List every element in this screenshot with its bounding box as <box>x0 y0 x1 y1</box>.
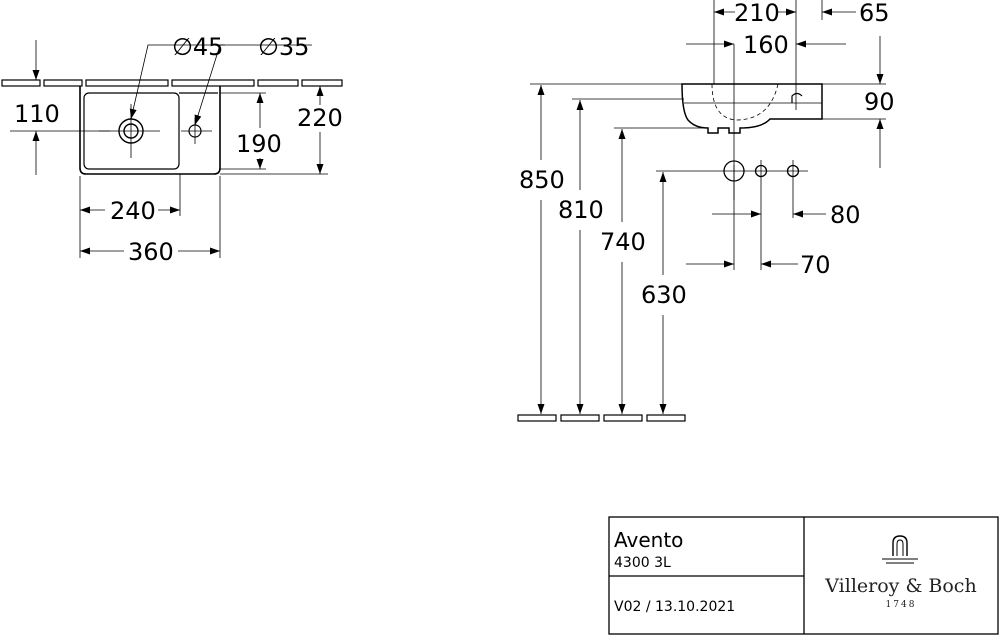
dim-220-label: 220 <box>297 104 343 132</box>
dim-850-label: 850 <box>519 166 565 194</box>
diameter-waste-label: ∅45 <box>172 33 223 61</box>
dimension-190: 190 <box>220 92 282 170</box>
basin-top-outline <box>79 86 221 175</box>
dimension-65: 65 <box>822 0 890 27</box>
dimension-160: 160 <box>686 31 846 200</box>
tap-hole <box>181 118 212 144</box>
dimension-740: 740 <box>600 129 646 414</box>
version-date: V02 / 13.10.2021 <box>614 599 735 615</box>
dim-360-label: 360 <box>128 238 174 266</box>
brand-year: 1748 <box>886 600 917 610</box>
dim-90-label: 90 <box>864 88 895 116</box>
brand-name: Villeroy & Boch <box>824 575 976 597</box>
top-view: ∅45 ∅35 110 220 190 <box>1 33 343 266</box>
wall-top-view <box>1 79 343 87</box>
dim-740-label: 740 <box>600 228 646 256</box>
side-view: 210 65 160 90 <box>517 0 895 422</box>
dimension-110: 110 <box>10 40 110 175</box>
dim-110-label: 110 <box>14 100 60 128</box>
dimension-810: 810 <box>558 100 604 414</box>
diameter-tap-hole-label: ∅35 <box>258 33 309 61</box>
dim-240-label: 240 <box>110 197 156 225</box>
dimension-630: 630 <box>641 172 687 414</box>
dimension-90: 90 <box>822 36 895 168</box>
dim-190-label: 190 <box>236 130 282 158</box>
brand-logo: Villeroy & Boch 1748 <box>824 535 977 610</box>
dimension-850: 850 <box>519 85 565 414</box>
product-name: Avento <box>614 528 683 552</box>
dimension-220: 220 <box>220 86 343 175</box>
product-code: 4300 3L <box>614 555 671 571</box>
floor <box>517 414 686 422</box>
dim-810-label: 810 <box>558 196 604 224</box>
diameter-leaders: ∅45 ∅35 <box>129 33 312 126</box>
dim-210-label: 210 <box>734 0 780 27</box>
basin-side-outline <box>681 83 823 134</box>
dimension-70: 70 <box>686 251 831 279</box>
supply-connections <box>723 160 800 270</box>
dim-65-label: 65 <box>859 0 890 27</box>
dim-160-label: 160 <box>743 31 789 59</box>
dimension-240: 240 <box>79 174 181 258</box>
dimension-80: 80 <box>712 201 861 229</box>
dim-630-label: 630 <box>641 281 687 309</box>
dim-80-label: 80 <box>830 201 861 229</box>
title-block: Avento 4300 3L V02 / 13.10.2021 Villeroy… <box>608 516 999 635</box>
dimension-210: 210 <box>713 0 797 110</box>
dim-70-label: 70 <box>800 251 831 279</box>
dimension-360: 360 <box>80 176 221 266</box>
